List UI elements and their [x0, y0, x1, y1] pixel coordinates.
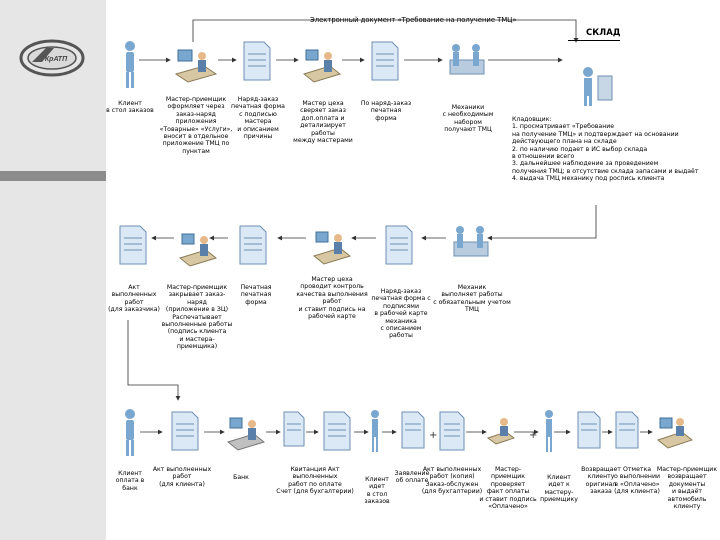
print-form-icon: [239, 225, 267, 265]
mechanics-group-icon: [449, 44, 485, 75]
client-act-label: Акт выполненных работ (для клиента): [152, 466, 212, 488]
acts-label: Акт выполненных работ (для заказчика): [108, 284, 160, 314]
paid-stamp-label: Отметка о выполнении в «Оплачено» (для к…: [613, 466, 660, 496]
client-bank-person-icon: [125, 409, 135, 456]
master-check-label: Мастер-приемщик проверяет факт оплаты и …: [479, 466, 537, 511]
statement-document-icon: [401, 411, 425, 449]
returns-label: Возвращает клиенту оригинал заказа: [581, 466, 621, 496]
storekeeper-icon: [583, 67, 613, 106]
shop-master-label: Мастер цеха сверяет заказ доп.оплата и д…: [293, 100, 353, 145]
client-bank-label: Клиент оплата в банк: [115, 470, 145, 492]
client-leave-label: Клиент идет в стол заказов: [364, 476, 390, 506]
quality-control-label: Мастер цеха проводит контроль качества в…: [296, 276, 368, 321]
sidebar-panel: КрАТП: [0, 0, 106, 540]
shop-master-workstation-icon: [302, 49, 342, 83]
storekeeper-label: Кладовщик: 1. просматривает «Требование …: [512, 116, 699, 183]
client-label: Клиент в стол заказов: [106, 100, 154, 115]
warehouse-underline: [568, 40, 620, 41]
print-doc-label: По наряд-заказ печатная форма: [360, 100, 412, 122]
master-workstation-icon: [174, 49, 218, 83]
client-release-person-icon: [545, 410, 553, 452]
bank-workstation-icon: [226, 417, 266, 451]
master-check-workstation-icon: [486, 418, 516, 445]
invoice-copy-document-icon: [323, 411, 351, 451]
invoice-label: Квитанция Акт выполненных работ по оплат…: [276, 466, 354, 496]
statement-label: Заявление об оплате: [394, 470, 430, 485]
mechanics-label: Механики с необходимым набором получают …: [442, 104, 494, 134]
invoice-document-icon: [283, 411, 305, 447]
order-document-icon: [243, 41, 271, 81]
acts-document-icon: [119, 225, 147, 265]
work-card-label: Наряд-заказ печатная форма с подписями в…: [371, 288, 431, 340]
electronic-doc-label: Электронный документ «Требование на полу…: [310, 16, 517, 24]
print-form-label: Печатная печатная форма: [240, 284, 272, 306]
logo-text: КрАТП: [45, 56, 68, 63]
master-label: Мастер-приемщик оформляет через заказ-на…: [159, 96, 233, 155]
mechanics-work-icon: [453, 226, 489, 257]
warehouse-title: СКЛАД: [586, 28, 621, 38]
returns-document-icon: [577, 411, 601, 449]
svg-text:+: +: [429, 430, 437, 441]
company-logo: КрАТП: [19, 39, 85, 77]
print-document-icon: [371, 41, 399, 81]
master-final-label: Мастер-приемщик возвращает документы и в…: [656, 466, 718, 511]
acts-copy-label: Акт выполненных работ (копия) Заказ-обсл…: [421, 466, 483, 496]
sidebar-band: [0, 171, 106, 181]
master-close-workstation-icon: [178, 233, 218, 267]
paid-stamp-document-icon: [615, 411, 639, 449]
client-act-document-icon: [171, 411, 199, 451]
order-doc-label: Наряд-заказ печатная форма с подписью ма…: [231, 96, 285, 141]
work-card-document-icon: [385, 225, 413, 265]
process-diagram: + + Электронный документ «Требование на …: [106, 0, 720, 540]
svg-text:+: +: [529, 430, 537, 441]
client-release-label: Клиент идет к мастеру-приемщику: [540, 474, 578, 504]
acts-copy-document-icon: [439, 411, 465, 451]
client-leave-person-icon: [371, 410, 379, 452]
bank-label: Банк: [233, 474, 249, 481]
mechanics-work-label: Механик выполняет работы с обязательным …: [433, 284, 511, 314]
master-final-workstation-icon: [656, 417, 694, 449]
quality-control-workstation-icon: [312, 231, 352, 265]
flow-arrows: + +: [127, 19, 653, 441]
client-person-icon: [125, 41, 135, 88]
master-close-label: Мастер-приемщик закрывает заказ-наряд (п…: [161, 284, 233, 351]
